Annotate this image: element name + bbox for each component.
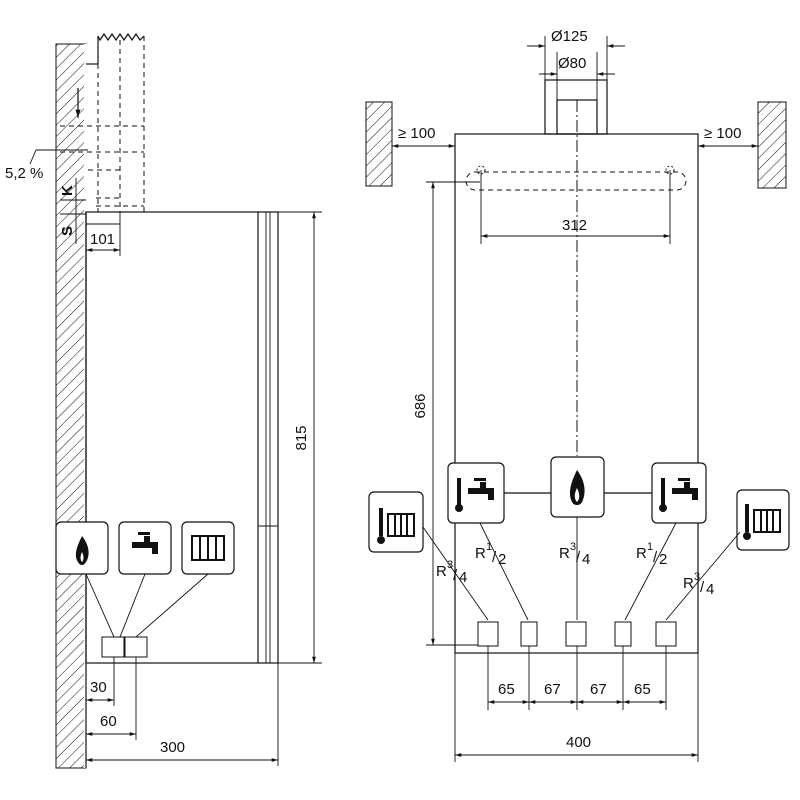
conn-label-5: R 3 / 4 <box>683 571 714 598</box>
front-wall-right <box>757 101 787 189</box>
svg-text:2: 2 <box>498 551 506 568</box>
pipe-heating-flow <box>477 621 499 647</box>
label-k: K <box>59 185 76 196</box>
label-s: S <box>59 226 76 236</box>
svg-text:/: / <box>700 579 705 596</box>
pipe-hot-water <box>520 621 538 647</box>
front-view: Ø125 Ø80 ≥ 100 ≥ 100 312 686 <box>365 28 790 762</box>
dim-pipe2: 60 <box>100 713 117 730</box>
dim-outer-flue: Ø125 <box>551 28 588 45</box>
dim-height: 815 <box>293 425 310 450</box>
radiator-return-icon <box>736 489 790 551</box>
side-wall <box>55 43 87 769</box>
dim-spacing-3: 67 <box>590 681 607 698</box>
dim-width: 400 <box>566 734 591 751</box>
svg-text:/: / <box>492 549 497 566</box>
hot-water-tap-icon <box>447 462 505 524</box>
dim-pipe1: 30 <box>90 679 107 696</box>
clear-left: ≥ 100 <box>398 125 435 142</box>
dim-spacing-1: 65 <box>498 681 515 698</box>
side-icon-heating <box>181 521 235 575</box>
svg-text:4: 4 <box>706 581 714 598</box>
conn-label-1: R 3 / 4 <box>436 559 467 586</box>
cold-water-tap-icon <box>651 462 707 524</box>
svg-text:R: R <box>475 545 486 562</box>
svg-text:/: / <box>576 549 581 566</box>
pipe-heating-return <box>655 621 677 647</box>
dim-spacing-2: 67 <box>544 681 561 698</box>
side-icon-water <box>118 521 172 575</box>
pipe-gas <box>565 621 587 647</box>
svg-text:4: 4 <box>582 551 590 568</box>
svg-text:/: / <box>653 549 658 566</box>
dim-inner-flue: Ø80 <box>558 55 586 72</box>
dim-flue-offset: 101 <box>90 231 115 248</box>
mounting-bracket <box>465 171 687 191</box>
side-view: 5,2 % K S 101 815 <box>5 32 322 769</box>
svg-text:3: 3 <box>447 559 453 571</box>
svg-text:2: 2 <box>659 551 667 568</box>
flue-outer <box>544 79 608 135</box>
clear-right: ≥ 100 <box>704 125 741 142</box>
pipe-cold-water <box>614 621 632 647</box>
side-icon-gas <box>55 521 109 575</box>
conn-label-3: R 3 / 4 <box>559 541 590 568</box>
front-wall-left <box>365 101 393 187</box>
svg-text:R: R <box>436 563 447 580</box>
svg-text:/: / <box>453 567 458 584</box>
flue-slope-label: 5,2 % <box>5 165 43 182</box>
dim-bracket: 312 <box>562 217 587 234</box>
svg-text:4: 4 <box>459 569 467 586</box>
conn-label-2: R 1 / 2 <box>475 541 506 568</box>
svg-text:3: 3 <box>694 571 700 583</box>
dim-depth: 300 <box>160 739 185 756</box>
svg-text:1: 1 <box>647 541 653 553</box>
side-boiler-body <box>85 211 279 664</box>
radiator-flow-icon <box>368 491 424 553</box>
svg-text:R: R <box>683 575 694 592</box>
gas-flame-icon <box>550 456 605 518</box>
svg-text:3: 3 <box>570 541 576 553</box>
svg-text:1: 1 <box>486 541 492 553</box>
side-flue-duct <box>60 32 145 212</box>
dim-bracket-height: 686 <box>412 393 429 418</box>
dim-spacing-4: 65 <box>634 681 651 698</box>
conn-label-4: R 1 / 2 <box>636 541 667 568</box>
svg-text:R: R <box>636 545 647 562</box>
svg-text:R: R <box>559 545 570 562</box>
